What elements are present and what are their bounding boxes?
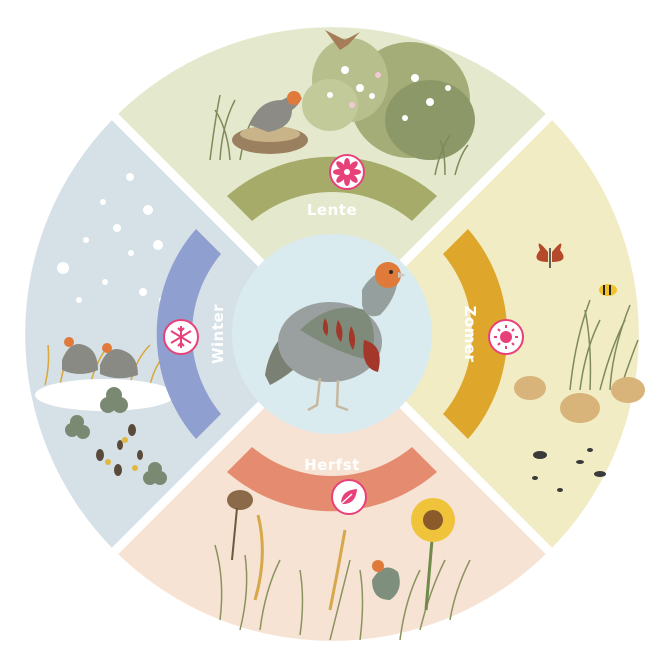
season-label-autumn: Herfst <box>304 456 360 474</box>
sun-icon <box>489 320 523 354</box>
snowflake-icon <box>164 320 198 354</box>
season-label-spring: Lente <box>307 201 357 219</box>
season-label-winter: Winter <box>209 304 227 364</box>
leaf-icon <box>332 480 366 514</box>
bee-icon <box>599 284 617 296</box>
season-label-summer: Zomer <box>461 306 479 363</box>
flower-icon <box>330 155 364 189</box>
